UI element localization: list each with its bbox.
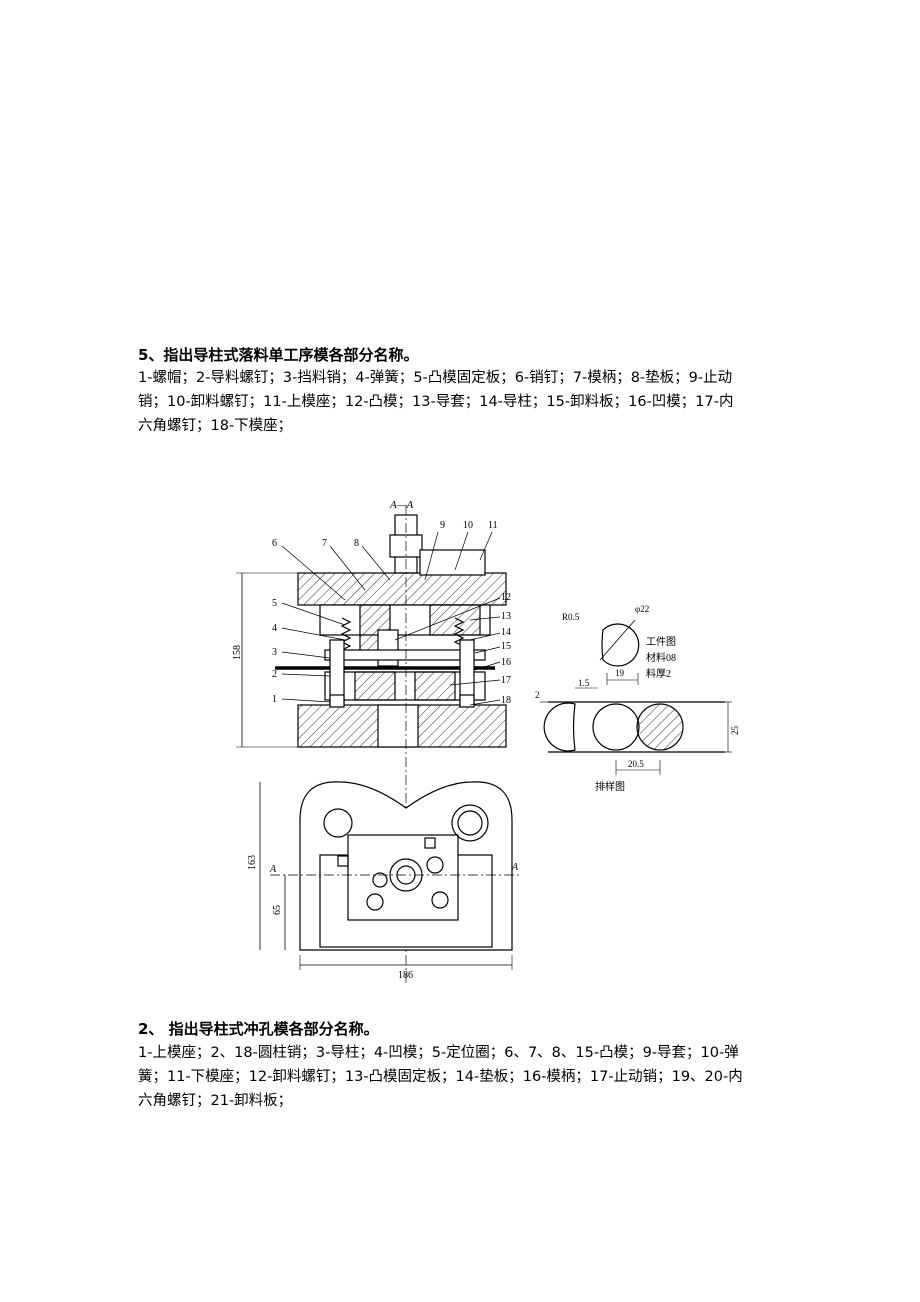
dim-height-lower: 65 <box>272 905 283 915</box>
part-number: 3 <box>272 647 277 658</box>
part-number: 9 <box>440 520 445 531</box>
part-number: 8 <box>354 538 359 549</box>
dim-width-plan: 186 <box>398 970 413 981</box>
question-2-title: 2、 指出导柱式冲孔模各部分名称。 <box>138 1020 379 1038</box>
question-2-answer: 1-上模座；2、18-圆柱销；3-导柱；4-凹模；5-定位圈；6、7、8、15-… <box>138 1041 788 1113</box>
part-number: 1 <box>272 694 277 705</box>
workpiece-note: 工件图 <box>646 636 676 648</box>
part-number: 11 <box>488 520 498 531</box>
section-label: A—A <box>389 499 414 511</box>
strip-width: 25 <box>730 726 740 736</box>
answer-line: 簧；11-下模座；12-卸料螺钉；13-凸模固定板；14-垫板；16-模柄；17… <box>138 1069 743 1085</box>
answer-line: 六角螺钉；18-下模座； <box>138 418 293 434</box>
die-assembly-drawing: A—A 158 <box>232 499 740 985</box>
workpiece-drawing: R0.5 φ22 19 工件图 材料08 料厚2 <box>562 604 676 685</box>
answer-line: 1-螺帽；2-导料螺钉；3-挡料销；4-弹簧；5-凸模固定板；6-销钉；7-模柄… <box>138 370 733 386</box>
question-5-answer: 1-螺帽；2-导料螺钉；3-挡料销；4-弹簧；5-凸模固定板；6-销钉；7-模柄… <box>138 366 788 438</box>
plan-view: 163 65 186 A A <box>247 781 520 981</box>
strip-gap-edge: 1.5 <box>578 678 590 688</box>
dim-height-total: 158 <box>232 645 243 660</box>
part-number: 5 <box>272 598 277 609</box>
workpiece-flat-width: 19 <box>615 668 625 678</box>
part-number: 15 <box>501 641 511 652</box>
part-number: 4 <box>272 623 277 634</box>
answer-line: 六角螺钉；21-卸料板； <box>138 1093 293 1109</box>
strip-caption: 排样图 <box>595 780 625 793</box>
part-number: 2 <box>272 669 277 680</box>
part-number: 17 <box>501 675 511 686</box>
section-mark-left: A <box>269 864 277 875</box>
strip-layout: 1.5 2 20.5 25 排样图 <box>535 678 740 793</box>
dim-height-plan: 163 <box>247 855 258 870</box>
part-number: 7 <box>322 538 327 549</box>
section-mark-right: A <box>511 862 519 873</box>
part-number-labels: 6 7 8 5 4 3 2 1 9 10 11 12 13 14 15 16 1… <box>272 520 511 706</box>
part-number: 14 <box>501 627 511 638</box>
workpiece-radius: R0.5 <box>562 612 580 622</box>
answer-line: 销；10-卸料螺钉；11-上模座；12-凸模；13-导套；14-导柱；15-卸料… <box>138 394 734 410</box>
strip-gap-side: 2 <box>535 690 540 700</box>
workpiece-note: 料厚2 <box>646 667 671 680</box>
workpiece-note: 材料08 <box>646 651 676 664</box>
part-number: 6 <box>272 538 277 549</box>
strip-pitch: 20.5 <box>628 759 644 769</box>
answer-line: 1-上模座；2、18-圆柱销；3-导柱；4-凹模；5-定位圈；6、7、8、15-… <box>138 1045 739 1061</box>
part-number: 16 <box>501 657 511 668</box>
question-5-title: 5、指出导柱式落料单工序模各部分名称。 <box>138 346 419 364</box>
workpiece-diameter: φ22 <box>635 604 649 614</box>
part-number: 13 <box>501 611 511 622</box>
part-number: 18 <box>501 695 511 706</box>
part-number: 10 <box>463 520 473 531</box>
section-view: A—A 158 <box>232 499 507 985</box>
part-number: 12 <box>501 592 511 603</box>
